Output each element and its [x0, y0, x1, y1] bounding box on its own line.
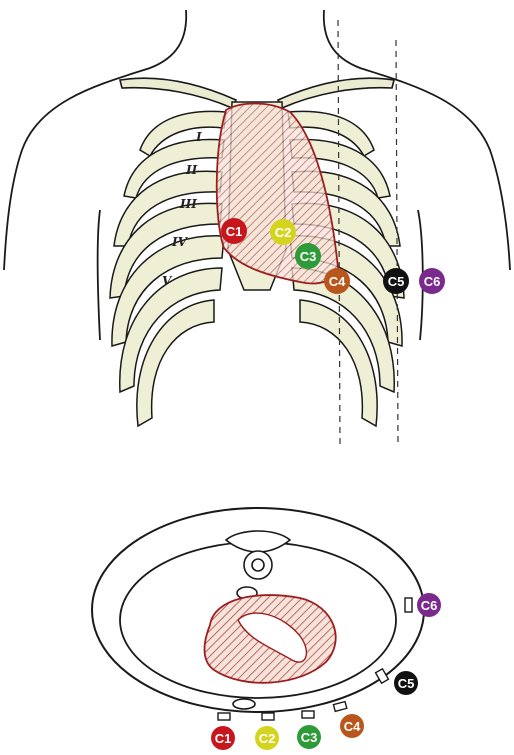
rib-numeral-4: IV — [171, 235, 189, 249]
electrode-c2-front: C2 — [270, 219, 296, 245]
pad-c2 — [262, 713, 274, 720]
pad-c4 — [333, 702, 346, 712]
electrode-c5-section: C5 — [394, 671, 418, 695]
electrode-c2-front-label: C2 — [275, 225, 292, 240]
electrode-c5-front-label: C5 — [388, 274, 405, 289]
electrode-c4-front: C4 — [324, 268, 350, 294]
electrode-c6-front: C6 — [419, 268, 445, 294]
ribs-left — [110, 111, 226, 426]
sternum-section — [233, 699, 255, 709]
electrode-c4-section: C4 — [340, 714, 364, 738]
rib-numeral-1: I — [195, 130, 202, 144]
rib-numeral-2: II — [185, 163, 198, 177]
electrode-c5-front: C5 — [383, 268, 409, 294]
pad-c1 — [218, 713, 230, 720]
electrode-c5-section-label: C5 — [398, 676, 415, 691]
electrode-c3-front-label: C3 — [300, 249, 317, 264]
electrode-c1-front-label: C1 — [226, 224, 243, 239]
electrode-c3-section-label: C3 — [301, 730, 318, 745]
electrode-c1-front: C1 — [221, 218, 247, 244]
pad-c6 — [405, 598, 412, 612]
electrode-c1-section-label: C1 — [215, 731, 232, 746]
electrode-c6-section-label: C6 — [421, 598, 438, 613]
cross-section-view: C1 C2 C3 C4 C5 C6 — [92, 508, 441, 750]
electrode-c3-section: C3 — [297, 725, 321, 749]
electrode-c2-section-label: C2 — [259, 731, 276, 746]
electrode-c4-front-label: C4 — [329, 274, 346, 289]
electrode-c2-section: C2 — [255, 726, 279, 750]
electrode-c1-section: C1 — [211, 726, 235, 750]
electrode-c6-front-label: C6 — [424, 274, 441, 289]
electrode-c3-front: C3 — [295, 243, 321, 269]
rib-numeral-3: III — [179, 197, 197, 211]
electrode-c4-section-label: C4 — [344, 719, 361, 734]
electrode-c6-section: C6 — [417, 593, 441, 617]
pad-c3 — [302, 711, 314, 718]
frontal-chest-view: I II III IV V C1 C2 C3 — [4, 10, 510, 445]
